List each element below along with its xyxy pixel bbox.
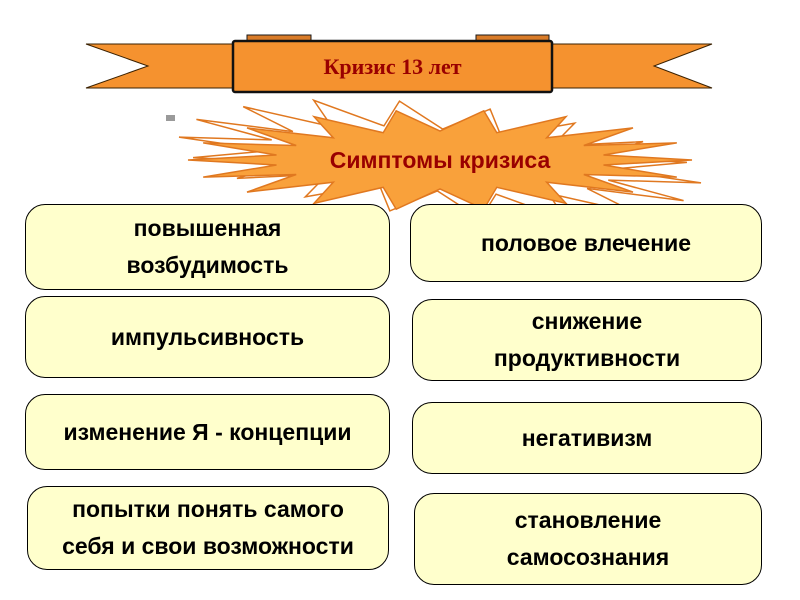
symptom-text: попытки понять самого себя и свои возмож… bbox=[62, 496, 354, 559]
symptom-text: повышенная возбудимость bbox=[126, 215, 289, 278]
symptom-text: снижение продуктивности bbox=[493, 308, 681, 371]
symptom-box-productivity: снижение продуктивности bbox=[412, 299, 762, 381]
symptom-text: импульсивность bbox=[110, 323, 305, 350]
symptom-box-self-concept: изменение Я - концепции bbox=[25, 394, 390, 470]
symptom-box-self-understanding: попытки понять самого себя и свои возмож… bbox=[27, 486, 389, 570]
symptom-box-self-awareness: становление самосознания bbox=[414, 493, 762, 585]
starburst-shape bbox=[187, 109, 693, 211]
slide-title: Кризис 13 лет bbox=[323, 53, 462, 79]
symptom-text: негативизм bbox=[521, 424, 653, 451]
symptom-box-attraction: половое влечение bbox=[410, 204, 762, 282]
symptom-text: изменение Я - концепции bbox=[63, 418, 352, 445]
symptom-text: становление самосознания bbox=[506, 507, 670, 570]
ribbon-plaque bbox=[231, 39, 554, 94]
burst-label: Симптомы кризиса bbox=[329, 147, 551, 173]
symptom-box-excitability: повышенная возбудимость bbox=[25, 204, 390, 290]
symptom-box-negativism: негативизм bbox=[412, 402, 762, 474]
bullet-dot bbox=[166, 115, 175, 121]
starburst bbox=[178, 98, 702, 220]
ribbon-banner bbox=[85, 34, 713, 94]
symptom-box-impulsiveness: импульсивность bbox=[25, 296, 390, 378]
symptom-text: половое влечение bbox=[480, 229, 692, 256]
